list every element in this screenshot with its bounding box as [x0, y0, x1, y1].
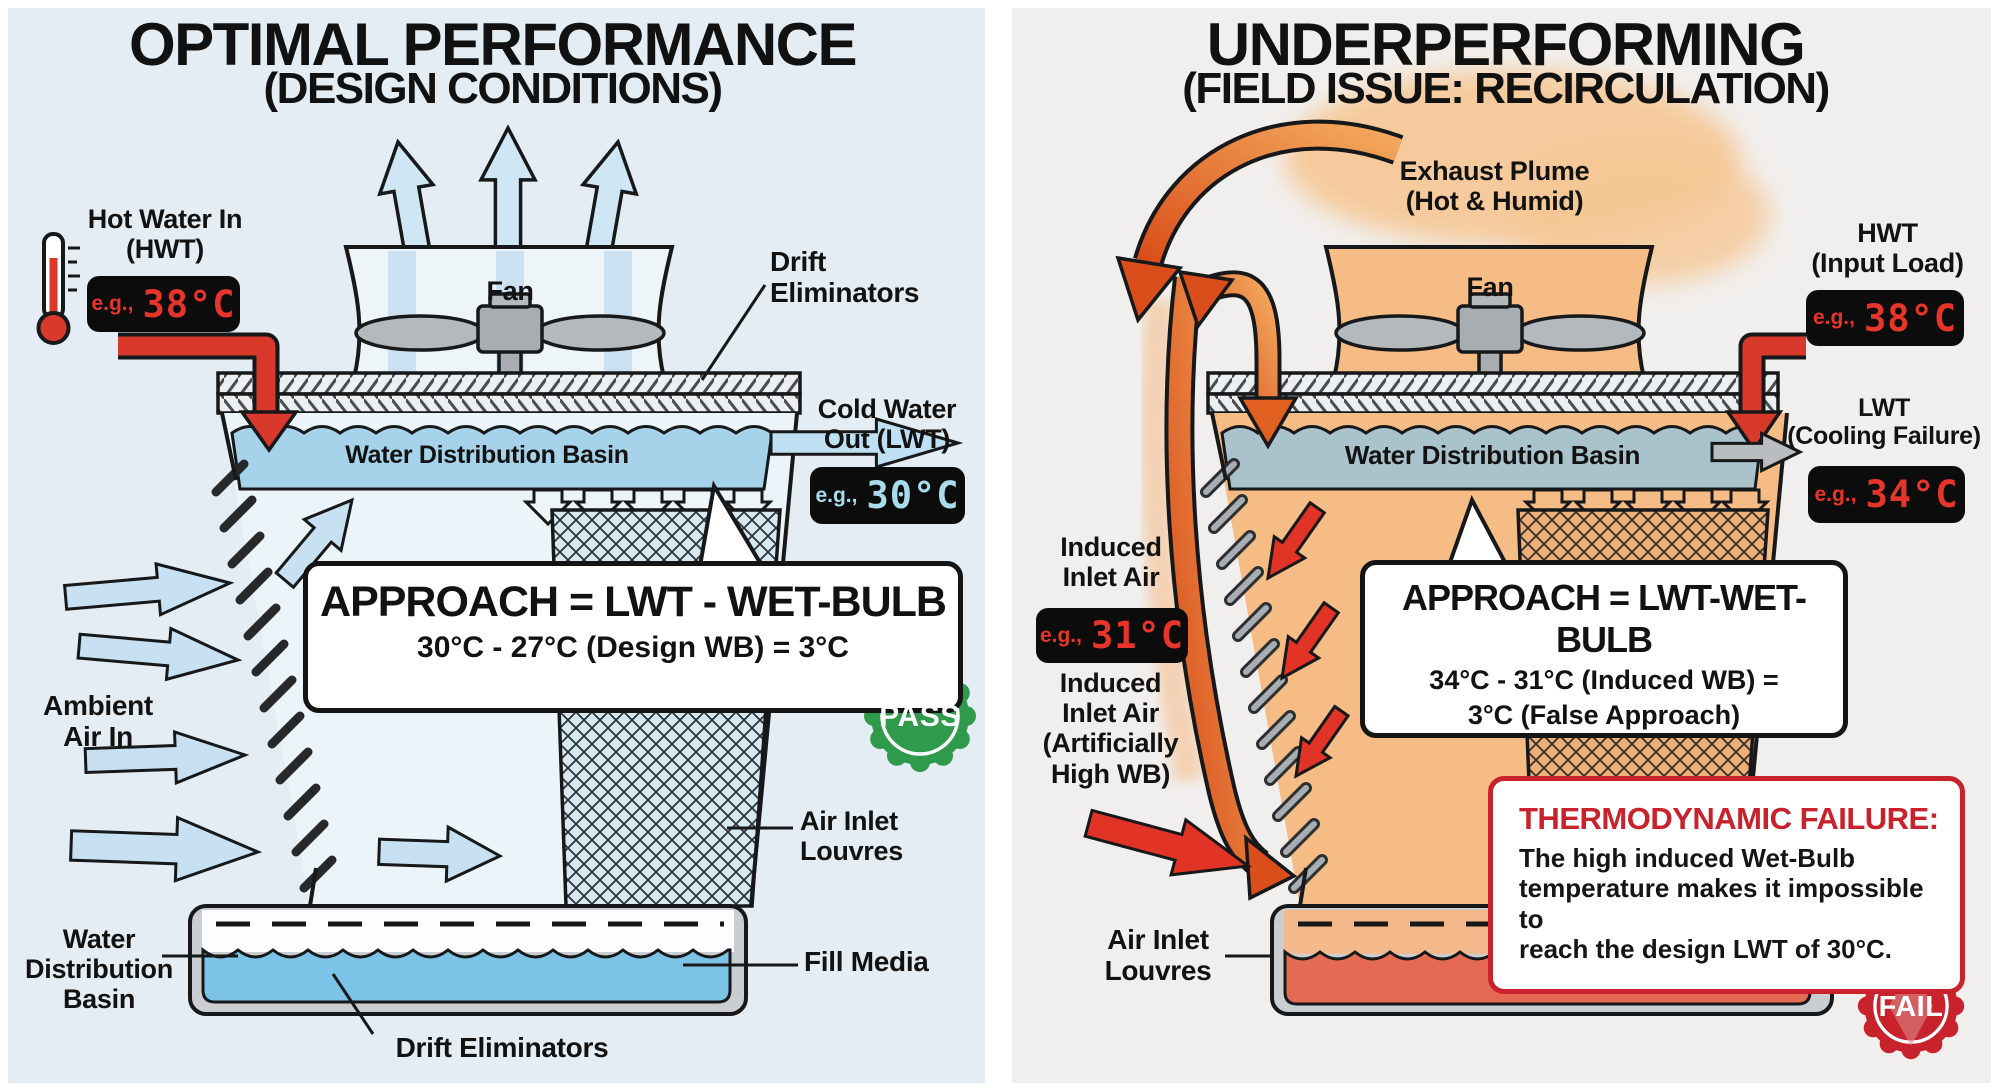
fill-media-label: Fill Media [804, 946, 929, 977]
drift-eliminators-top-label: Drift Eliminators [770, 246, 920, 309]
collection-basin [188, 904, 748, 1016]
ambient-air-in-label: Ambient Air In [43, 690, 153, 753]
induced-display: e.g., 31°C [1036, 608, 1188, 663]
left-panel-title: OPTIMAL PERFORMANCE [128, 11, 858, 78]
hot-water-pipe [118, 332, 300, 454]
hot-water-pipe-right [1724, 332, 1806, 454]
display-prefix: e.g., [1814, 482, 1857, 506]
approach-calculation-right-2: 3°C (False Approach) [1467, 700, 1741, 731]
water-distribution-basin-bottom-label: Water Distribution Basin [25, 924, 173, 1015]
display-prefix: e.g., [91, 292, 134, 315]
display-value: 38°C [1863, 296, 1958, 340]
thermometer-icon [36, 232, 80, 345]
drift-eliminators-bottom-label: Drift Eliminators [395, 1032, 609, 1063]
display-prefix: e.g., [1812, 306, 1855, 329]
fan-label-left: Fan [486, 276, 534, 306]
water-distribution-basin-label-right: Water Distribution Basin [1344, 440, 1641, 470]
display-value: 30°C [866, 474, 960, 517]
label-pointer-lines-left [162, 284, 798, 1035]
approach-calculation-right-1: 34°C - 31°C (Induced WB) = [1429, 665, 1779, 695]
drift-eliminator-band [216, 371, 802, 415]
right-panel-subtitle: (FIELD ISSUE: RECIRCULATION) [1182, 64, 1830, 113]
approach-callout-right: APPROACH = LWT-WET-BULB 34°C - 31°C (Ind… [1360, 560, 1848, 738]
display-value: 34°C [1865, 473, 1959, 516]
fan-label-right: Fan [1466, 272, 1514, 302]
fan-icon-right [1334, 292, 1646, 380]
lwt-label-right: LWT (Cooling Failure) [1787, 394, 1981, 450]
approach-callout-left: APPROACH = LWT - WET-BULB 30°C - 27°C (D… [303, 561, 963, 713]
fail-badge: FAIL [1878, 991, 1944, 1023]
approach-formula-left: APPROACH = LWT - WET-BULB [320, 578, 947, 626]
air-inlet-louvres-label-left: Air Inlet Louvres [800, 806, 903, 867]
right-panel-title: UNDERPERFORMING [1206, 11, 1806, 78]
hwt-display-left: e.g., 38°C [87, 276, 240, 332]
display-value: 38°C [142, 282, 236, 326]
induced-inlet-air-label: Induced Inlet Air [1060, 532, 1162, 593]
approach-formula-right: APPROACH = LWT-WET-BULB [1402, 577, 1807, 660]
water-distribution-basin-upper [230, 425, 774, 491]
exhaust-plume-label: Exhaust Plume (Hot & Humid) [1399, 156, 1590, 217]
induced-inlet-air-wb-label: Induced Inlet Air (Artificially High WB) [1042, 668, 1179, 789]
pass-badge: PASS [879, 700, 961, 733]
thermodynamic-failure-box: THERMODYNAMIC FAILURE: The high induced … [1488, 776, 1965, 994]
drift-eliminator-band-right [1206, 371, 1780, 415]
display-value: 31°C [1090, 614, 1185, 657]
air-inlet-louvres-label-right: Air Inlet Louvres [1104, 924, 1212, 987]
cold-water-out-label: Cold Water Out (LWT) [817, 394, 957, 455]
left-panel-subtitle: (DESIGN CONDITIONS) [263, 64, 723, 113]
lwt-display-right: e.g., 34°C [1808, 466, 1965, 523]
display-prefix: e.g., [815, 483, 858, 507]
lwt-display-left: e.g., 30°C [810, 467, 965, 524]
approach-calculation-left: 30°C - 27°C (Design WB) = 3°C [417, 631, 849, 664]
failure-title: THERMODYNAMIC FAILURE: [1519, 801, 1939, 836]
failure-body: The high induced Wet-Bulb temperature ma… [1519, 843, 1924, 965]
water-distribution-basin-top-label: Water Distribution Basin [345, 441, 629, 469]
hwt-display-right: e.g., 38°C [1806, 290, 1964, 346]
recirculation-arrows [1115, 119, 1404, 901]
display-prefix: e.g., [1039, 623, 1082, 647]
water-distribution-basin-right [1220, 425, 1764, 491]
hot-water-in-label: Hot Water In (HWT) [87, 204, 243, 265]
hwt-label-right: HWT (Input Load) [1811, 218, 1964, 279]
